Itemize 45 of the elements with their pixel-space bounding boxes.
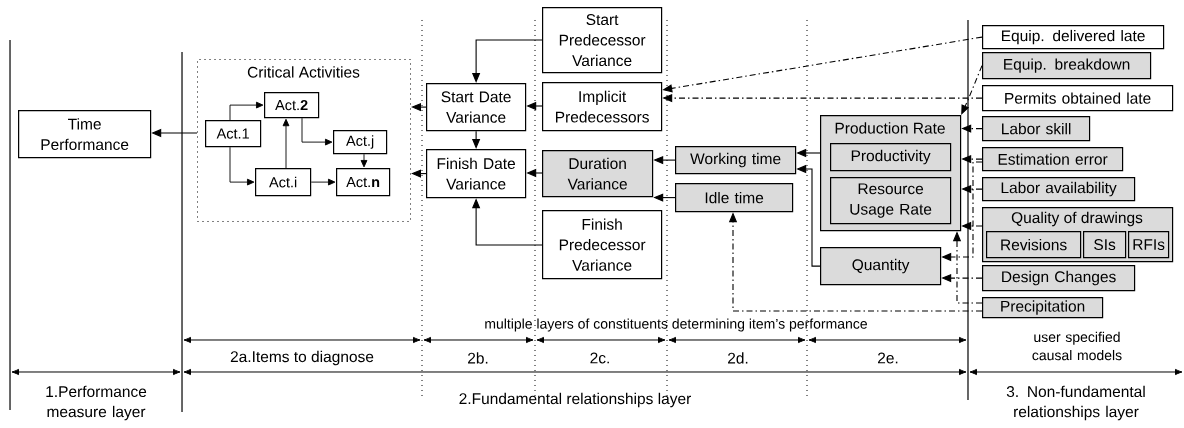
process-box: Precipitation <box>982 297 1104 319</box>
process-box: Equip. breakdown <box>982 52 1152 80</box>
layer-label: 2c. <box>590 352 609 364</box>
activity-box: Act.j <box>333 130 388 155</box>
process-box: SIs <box>1083 231 1127 259</box>
arrow <box>229 101 264 121</box>
activity-box: Act.i <box>255 168 312 197</box>
arrow <box>360 153 368 168</box>
process-box: Resource Usage Rate <box>830 177 952 225</box>
process-box: Duration Variance <box>542 150 654 198</box>
process-box: Time Performance <box>18 110 152 159</box>
layer-label: 2b. <box>468 352 488 364</box>
process-box: Equip. delivered late <box>982 25 1165 50</box>
process-box: Permits obtained late <box>982 85 1174 112</box>
layer-label: 2e. <box>878 352 898 364</box>
process-box: Productivity <box>830 143 952 172</box>
layer-label: 1.Performance measure layer <box>46 385 147 421</box>
process-box: Design Changes <box>982 265 1136 292</box>
layer-label: user specified causal models <box>1032 331 1122 361</box>
activity-box: Act.1 <box>205 120 262 148</box>
arrow <box>229 146 255 186</box>
process-box: Start Date Variance <box>426 83 527 132</box>
process-box: Finish Predecessor Variance <box>542 210 663 280</box>
layer-label: 2d. <box>728 352 748 364</box>
process-box: Implicit Predecessors <box>542 82 663 132</box>
arrow <box>301 117 333 146</box>
process-box: Quantity <box>820 247 942 286</box>
layer-label: 2.Fundamental relationships layer <box>459 392 691 408</box>
process-box: Idle time <box>675 183 794 213</box>
arrow <box>310 178 336 186</box>
activity-box: Act.n <box>336 168 391 197</box>
process-box: Start Predecessor Variance <box>542 7 663 74</box>
process-box: Estimation error <box>982 147 1124 172</box>
process-box: RFIs <box>1128 231 1170 259</box>
process-box: Labor availability <box>982 177 1136 202</box>
activity-box: Act.2 <box>264 92 320 119</box>
arrow <box>411 169 427 178</box>
arrow <box>961 65 983 115</box>
layer-label: 2a.Items to diagnose <box>230 350 374 366</box>
process-box: Finish Date Variance <box>426 149 527 199</box>
layer-label: 3. Non-fundamental relationships layer <box>1006 385 1145 421</box>
process-box: Working time <box>675 146 797 175</box>
layer-label: multiple layers of constituents determining item’s performance <box>485 318 867 332</box>
process-box: Labor skill <box>982 116 1091 142</box>
arrow <box>282 118 290 169</box>
